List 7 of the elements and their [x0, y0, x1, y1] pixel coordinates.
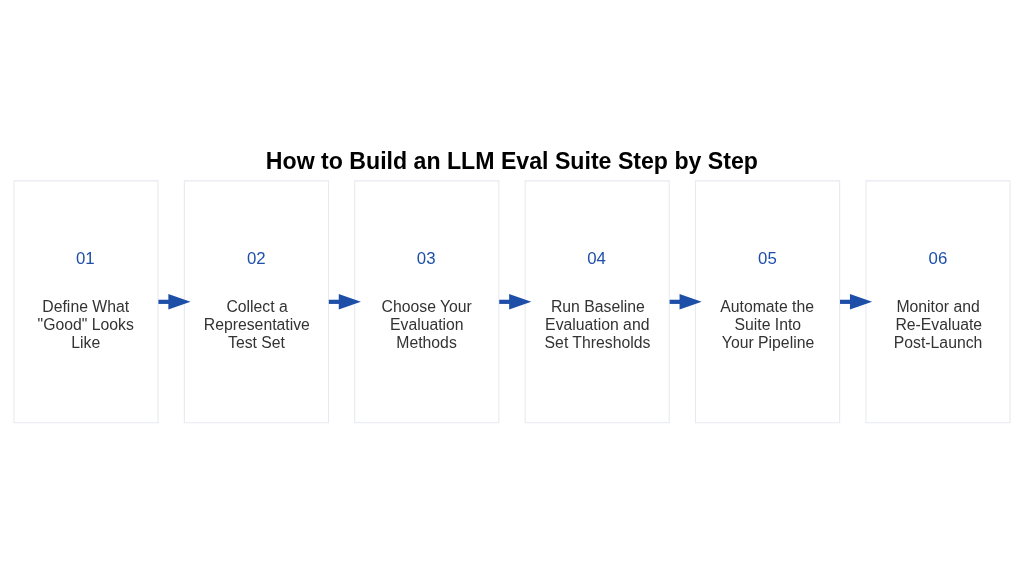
node-box: 03 Choose Your Evaluation Methods: [354, 180, 500, 424]
node-box: 02 Collect a Representative Test Set: [183, 180, 329, 424]
node-box: 06 Monitor and Re-Evaluate Post-Launch: [865, 180, 1011, 424]
node-box: 01 Define What "Good" Looks Like: [13, 180, 159, 424]
node-box: 05 Automate the Suite Into Your Pipeline: [695, 180, 841, 424]
node-box: 04 Run Baseline Evaluation and Set Thresholds: [524, 180, 670, 424]
diagram-title: How to Build an LLM Eval Suite Step by Step: [265, 147, 758, 174]
